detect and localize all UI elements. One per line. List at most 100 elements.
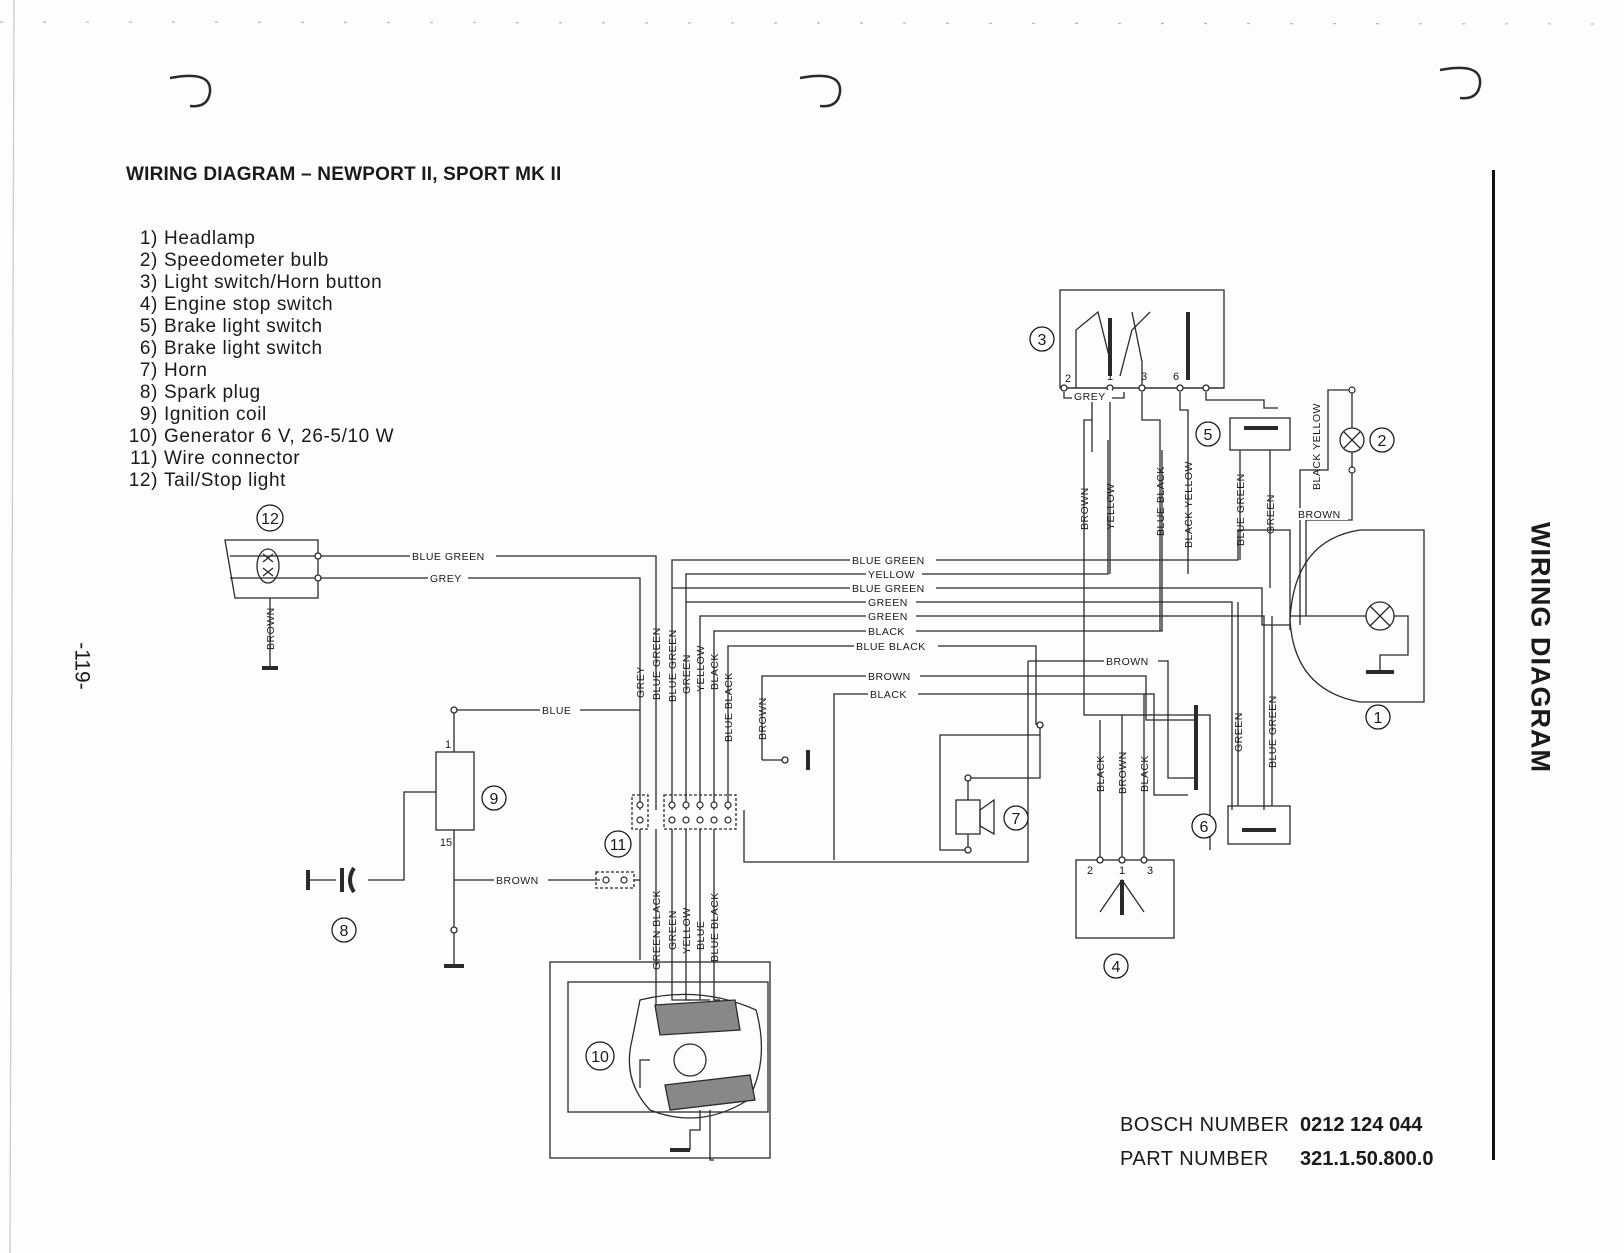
headlamp-bulb-cross — [1369, 605, 1391, 627]
legend-item: 10)Generator 6 V, 26-5/10 W — [128, 426, 395, 447]
connector-pin — [620, 876, 628, 884]
wire-label: GREY — [1074, 391, 1106, 403]
switch4-pin: 1 — [1119, 865, 1125, 877]
switch3-pin: 2 — [1065, 373, 1071, 385]
wire-label: GREEN — [1265, 494, 1277, 534]
speedometer-bulb-cross — [1343, 431, 1361, 449]
terminal — [1096, 856, 1104, 864]
page-title: WIRING DIAGRAM – NEWPORT II, SPORT MK II — [126, 164, 562, 185]
legend-item: 1)Headlamp — [139, 228, 256, 249]
wire-label: BLUE GREEN — [1267, 695, 1279, 768]
black-wire-2 — [833, 693, 1188, 860]
switch-feed — [1205, 392, 1278, 409]
legend-item: 6)Brake light switch — [139, 338, 323, 359]
switch3-pin: 3 — [1141, 371, 1147, 383]
wire-label: GREEN — [667, 910, 679, 950]
switch3-pin: 1 — [1107, 371, 1113, 383]
component-1-marker — [1365, 704, 1391, 730]
generator-ground-lead — [689, 1110, 701, 1150]
wire-label: BLUE BLACK — [1155, 466, 1167, 536]
gen-yellow-wire — [685, 829, 700, 1001]
tail-grey-wire — [321, 577, 641, 810]
tail-stop-light-housing — [224, 539, 319, 599]
label-mask — [1072, 390, 1112, 402]
component-3-number: 3 — [1038, 332, 1047, 349]
tail-blue-green-wire — [321, 555, 657, 810]
connector-pin — [636, 801, 644, 809]
label-mask — [1104, 655, 1158, 667]
switch-black-yellow-wire — [1179, 392, 1189, 574]
wire-label: BLUE GREEN — [412, 551, 485, 563]
connector-pin — [602, 876, 610, 884]
label-mask — [854, 640, 938, 652]
bundle-green-wire-2 — [699, 615, 1265, 810]
legend-item: 8)Spark plug — [139, 382, 261, 403]
wire-label: BLUE GREEN — [667, 629, 679, 702]
terminal — [1202, 384, 1210, 392]
label-mask — [866, 610, 916, 622]
label-mask — [866, 670, 920, 682]
connector-pin — [710, 801, 718, 809]
ignition-coil — [435, 751, 475, 831]
component-8-marker — [331, 917, 357, 943]
wire-label: GREEN — [681, 654, 693, 694]
terminal — [450, 706, 458, 714]
wire-label: BROWN — [1298, 509, 1341, 521]
horn-body — [955, 799, 981, 835]
coil-ht-lead — [368, 791, 436, 881]
terminal — [781, 756, 789, 764]
label-mask — [410, 550, 496, 562]
switch3-pin: 6 — [1173, 371, 1179, 383]
wire-label: BLACK — [870, 689, 907, 701]
connector-pin — [724, 801, 732, 809]
component-8-number: 8 — [340, 923, 349, 940]
label-mask — [494, 874, 548, 886]
coil-pin: 15 — [440, 837, 452, 849]
wire-label: YELLOW — [681, 907, 693, 954]
label-mask — [850, 582, 936, 594]
component-9-number: 9 — [490, 791, 499, 808]
wire-label: BROWN — [1117, 751, 1129, 794]
punch-hole-mark — [799, 74, 842, 108]
connector-pin — [724, 816, 732, 824]
component-6-number: 6 — [1200, 819, 1209, 836]
wire-label: BLUE BLACK — [709, 892, 721, 962]
gen-green-wire — [671, 829, 690, 1001]
wire-label: BROWN — [1106, 656, 1149, 668]
tail-stop-light-filaments — [262, 553, 274, 577]
wire-label: GREEN BLACK — [651, 890, 663, 970]
component-11-marker — [604, 830, 632, 858]
wire-label: BLUE BLACK — [723, 672, 735, 742]
gen-blue-wire — [699, 829, 710, 1001]
wire-label: YELLOW — [1105, 483, 1117, 530]
connector-pin — [636, 816, 644, 824]
component-5-marker — [1195, 421, 1221, 447]
side-rule — [1492, 170, 1495, 1160]
label-mask — [540, 704, 580, 716]
component-6-marker — [1191, 813, 1217, 839]
generator-lead — [709, 1110, 714, 1161]
horn-bell — [979, 798, 995, 836]
component-4-marker — [1103, 953, 1129, 979]
component-1-number: 1 — [1374, 710, 1383, 727]
legend-item: 2)Speedometer bulb — [139, 250, 329, 271]
component-10-number: 10 — [591, 1049, 609, 1066]
bundle-blue-green-wire-2 — [672, 587, 1290, 626]
terminal — [314, 552, 322, 560]
coil-pin: 1 — [445, 739, 451, 751]
component-9-marker — [481, 785, 507, 811]
headlamp-feed — [1268, 529, 1291, 630]
punch-hole-mark — [1439, 66, 1482, 100]
brake-light-switch-front — [1229, 417, 1291, 451]
component-2-number: 2 — [1378, 433, 1387, 450]
generator-inner — [567, 981, 769, 1113]
label-mask — [428, 572, 468, 584]
legend-item: 7)Horn — [139, 360, 208, 381]
brake-light-switch-rear — [1227, 805, 1291, 845]
gen-blue-black-wire — [713, 829, 720, 1001]
punch-hole-mark — [169, 74, 212, 108]
component-3-marker — [1029, 326, 1055, 352]
